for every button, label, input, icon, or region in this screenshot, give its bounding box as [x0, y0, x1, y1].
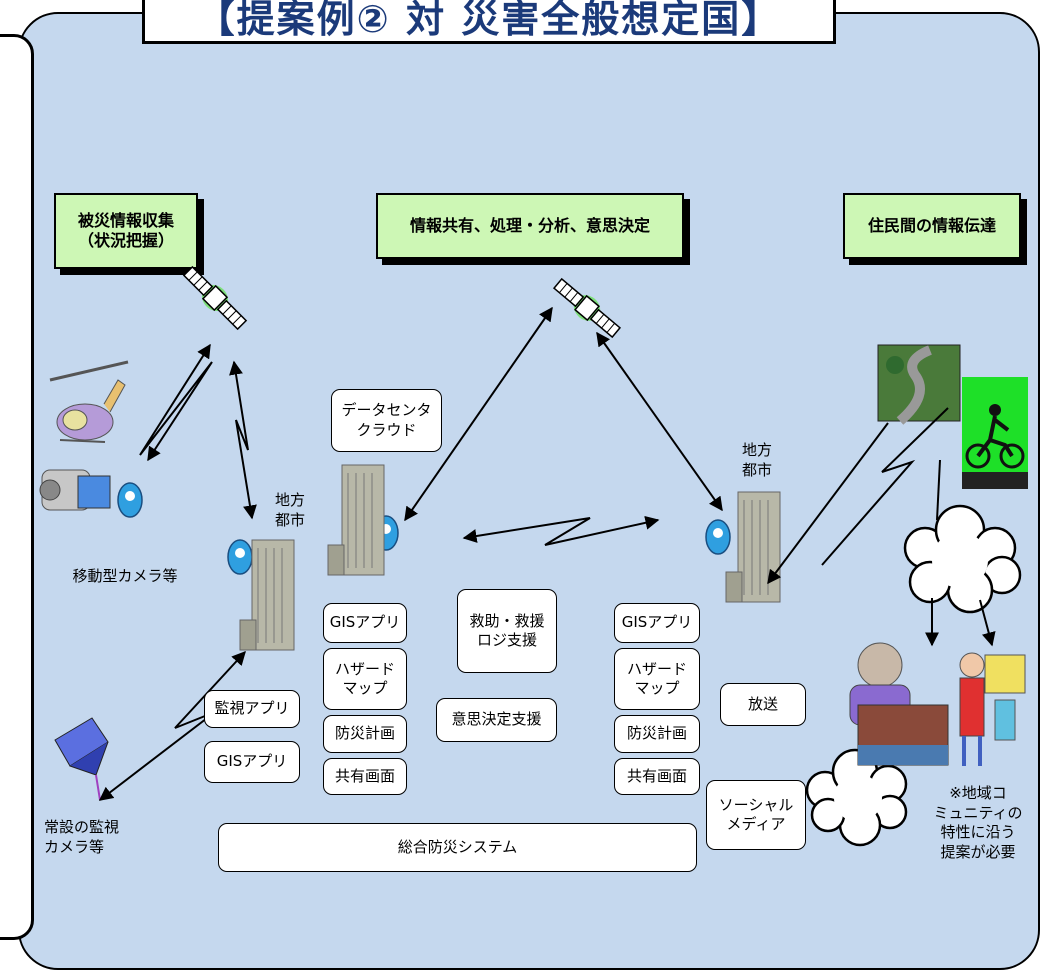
building-icon-center [327, 464, 385, 576]
helicopter-icon [49, 360, 129, 443]
left-panel-edge [0, 34, 34, 940]
building-icon-left [239, 539, 295, 651]
box-disaster-plan-left: 防災計画 [323, 715, 407, 753]
building-icon-right [725, 491, 781, 603]
box-rescue: 救助・救援 ロジ支援 [457, 589, 557, 673]
label-city-left: 地方 都市 [274, 491, 305, 529]
box-hazard-map-right: ハザード マップ [614, 648, 700, 710]
box-gis-app-left: GISアプリ [204, 741, 300, 783]
video-camera-icon [39, 469, 111, 511]
box-monitor-app: 監視アプリ [204, 690, 300, 728]
box-shared-screen-right: 共有画面 [614, 758, 700, 795]
header-collection: 被災情報収集 （状況把握） [54, 193, 198, 269]
surveillance-camera-icon [54, 717, 109, 801]
box-gis-app-mid-left: GISアプリ [323, 603, 407, 643]
antenna-icon [117, 482, 731, 575]
cyclist-image-icon [962, 377, 1028, 489]
box-hazard-map-left: ハザード マップ [323, 648, 407, 710]
header-sharing: 情報共有、処理・分析、意思決定 [376, 193, 684, 259]
box-gis-app-right: GISアプリ [614, 603, 700, 643]
label-community-note: ※地域コ ミュニティの 特性に沿う 提案が必要 [933, 784, 1023, 861]
box-integrated-system: 総合防災システム [218, 823, 697, 872]
box-social-media: ソーシャル メディア [706, 780, 806, 850]
header-residents: 住民間の情報伝達 [843, 193, 1021, 259]
label-fixed-camera: 常設の監視 カメラ等 [44, 818, 120, 856]
box-datacenter: データセンタ クラウド [331, 389, 442, 452]
box-decision-support: 意思決定支援 [436, 698, 557, 742]
page-title: 【提案例② 対 災害全般想定国】 [142, 0, 836, 44]
label-city-right: 地方 都市 [741, 441, 772, 479]
box-shared-screen-left: 共有画面 [323, 758, 407, 795]
box-disaster-plan-right: 防災計画 [614, 715, 700, 753]
cloud-icon-upper [903, 504, 1022, 614]
box-broadcast: 放送 [720, 683, 806, 726]
satellite-icon-center [552, 277, 622, 339]
satellite-icon-left [182, 265, 248, 331]
label-mobile-camera: 移動型カメラ等 [72, 567, 178, 585]
community-illustration [849, 642, 1026, 766]
